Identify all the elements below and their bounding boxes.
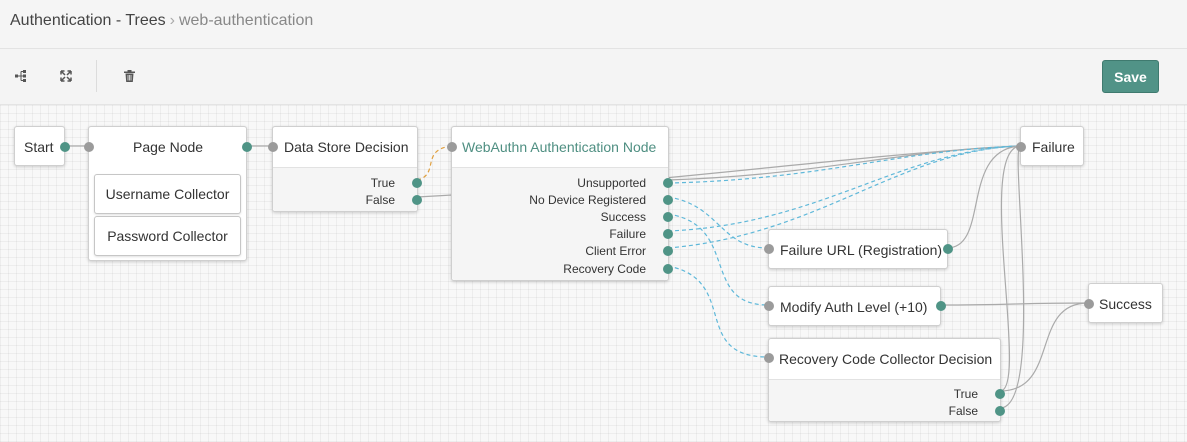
success-end-node[interactable]: Success	[1084, 283, 1163, 323]
no-device-registered-outcome-port[interactable]	[663, 195, 673, 205]
start-node-title: Start	[24, 139, 54, 155]
failure-url-input-port[interactable]	[764, 244, 774, 254]
toolbar-divider	[96, 60, 97, 92]
webauthn-input-port[interactable]	[447, 142, 457, 152]
failure-url-output-port[interactable]	[943, 244, 953, 254]
recovery-outcomes: True False	[769, 379, 1005, 421]
recovery-code-collector-node[interactable]: Recovery Code Collector Decision True Fa…	[764, 338, 1005, 422]
breadcrumb-current: web-authentication	[178, 12, 314, 29]
outcome-label: Unsupported	[577, 176, 646, 190]
link-unsupported-failure-dashed	[667, 145, 1021, 184]
outcome-label: Success	[600, 210, 646, 224]
modify-auth-input-port[interactable]	[764, 301, 774, 311]
failure-node-title: Failure	[1032, 139, 1075, 155]
tree-toolbar: Save	[0, 49, 1187, 105]
breadcrumb-separator: ›	[169, 12, 175, 29]
link-rctrue-success	[999, 302, 1089, 392]
modify-auth-output-port[interactable]	[936, 301, 946, 311]
recovery-node-title: Recovery Code Collector Decision	[779, 351, 993, 367]
page-node-output-port[interactable]	[242, 142, 252, 152]
page-header: Authentication - Trees›web-authenticatio…	[0, 0, 1187, 49]
webauthn-outcomes: Unsupported No Device Registered Success…	[452, 167, 673, 280]
webauthn-node-title: WebAuthn Authentication Node	[462, 139, 657, 155]
connection-layer	[64, 145, 1089, 409]
failure-url-node[interactable]: Failure URL (Registration)	[764, 229, 953, 269]
unsupported-outcome-port[interactable]	[663, 178, 673, 188]
recovery-input-port[interactable]	[764, 353, 774, 363]
save-button[interactable]: Save	[1102, 60, 1159, 93]
recovery-false-outcome-port[interactable]	[995, 406, 1005, 416]
trash-icon	[123, 70, 135, 82]
outcome-label: Recovery Code	[563, 262, 646, 276]
link-success-modify	[667, 213, 769, 306]
failure-input-port[interactable]	[1016, 142, 1026, 152]
page-node[interactable]: Page Node Username Collector Password Co…	[84, 126, 252, 261]
recovery-true-outcome-port[interactable]	[995, 389, 1005, 399]
password-collector-node[interactable]: Password Collector	[94, 216, 241, 256]
fullscreen-icon	[60, 70, 72, 82]
outcome-label: Client Error	[585, 244, 646, 258]
start-node[interactable]: Start	[14, 126, 70, 166]
client-error-outcome-port[interactable]	[663, 246, 673, 256]
breadcrumb: Authentication - Trees›web-authenticatio…	[10, 11, 313, 31]
modify-auth-level-node[interactable]: Modify Auth Level (+10)	[764, 286, 946, 326]
fullscreen-button[interactable]	[53, 63, 79, 89]
data-store-outcomes: True False	[273, 167, 422, 211]
tree-canvas[interactable]: Start Page Node Username Collector Passw…	[0, 105, 1187, 442]
link-rcfalse-failure	[999, 145, 1025, 409]
outcome-label: True	[370, 176, 395, 190]
data-store-input-port[interactable]	[268, 142, 278, 152]
link-rctrue-failure	[999, 145, 1021, 392]
modify-auth-node-title: Modify Auth Level (+10)	[780, 299, 928, 315]
outcome-label: True	[953, 387, 978, 401]
link-failureurl-failure	[946, 145, 1021, 249]
failure-url-node-title: Failure URL (Registration)	[780, 242, 943, 258]
outcome-label: False	[365, 193, 395, 207]
link-failure-failure	[667, 145, 1021, 232]
true-outcome-port[interactable]	[412, 178, 422, 188]
failure-end-node[interactable]: Failure	[1016, 126, 1084, 166]
link-true-webauthn	[416, 145, 452, 181]
username-collector-node[interactable]: Username Collector	[94, 174, 241, 214]
link-nodevice-failureurl	[667, 196, 769, 249]
data-store-decision-node[interactable]: Data Store Decision True False	[268, 126, 422, 212]
success-outcome-port[interactable]	[663, 212, 673, 222]
page-node-input-port[interactable]	[84, 142, 94, 152]
recovery-code-outcome-port[interactable]	[663, 264, 673, 274]
success-input-port[interactable]	[1084, 299, 1094, 309]
webauthn-node-header: WebAuthn Authentication Node	[452, 127, 668, 167]
tree-layout-icon	[14, 70, 26, 82]
page-node-title: Page Node	[133, 139, 204, 155]
tree-layout-button[interactable]	[8, 63, 34, 89]
false-outcome-port[interactable]	[412, 195, 422, 205]
failure-outcome-port[interactable]	[663, 229, 673, 239]
success-node-title: Success	[1099, 296, 1152, 312]
link-clienterror-failure	[667, 145, 1021, 249]
page-node-header: Page Node	[89, 127, 246, 167]
outcome-label: No Device Registered	[529, 193, 646, 207]
webauthn-authentication-node[interactable]: WebAuthn Authentication Node Unsupported…	[447, 126, 673, 281]
link-recovery-collector	[667, 265, 769, 358]
delete-button[interactable]	[116, 63, 142, 89]
data-store-node-header: Data Store Decision	[273, 127, 417, 167]
data-store-node-title: Data Store Decision	[284, 139, 409, 155]
recovery-node-header: Recovery Code Collector Decision	[769, 339, 1000, 379]
outcome-label: False	[948, 404, 978, 418]
breadcrumb-trees-link[interactable]: Authentication - Trees	[10, 12, 166, 29]
link-modify-success	[939, 302, 1089, 306]
link-unsupported-failure	[667, 145, 1021, 181]
outcome-label: Failure	[609, 227, 646, 241]
start-output-port[interactable]	[60, 142, 70, 152]
